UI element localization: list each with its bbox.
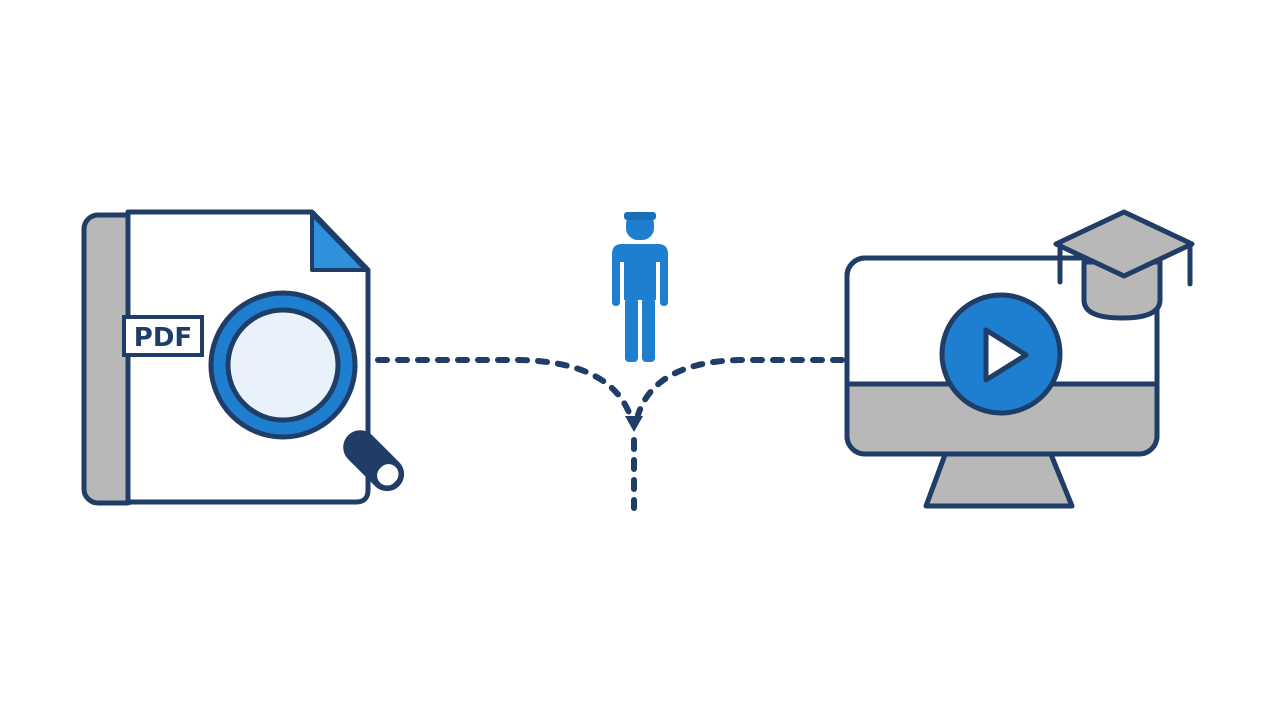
magnifier-handle-tip xyxy=(373,460,403,490)
magnifier-lens xyxy=(225,307,341,423)
pdf-search-icon: PDF xyxy=(81,209,405,506)
monitor-bottom-band xyxy=(849,384,1155,452)
path-from-pdf xyxy=(375,357,633,418)
person-icon xyxy=(612,212,668,362)
junction-arrow-icon xyxy=(625,416,643,432)
monitor-stand xyxy=(923,449,1075,509)
play-button-icon xyxy=(939,292,1063,416)
pdf-label-box xyxy=(122,315,204,357)
connection-paths xyxy=(375,357,845,511)
document-fold-corner xyxy=(310,212,368,272)
magnifier-icon xyxy=(208,290,405,492)
graduation-cap-icon xyxy=(1053,209,1195,321)
monitor-play-graduation-icon xyxy=(844,209,1195,509)
path-from-course xyxy=(635,357,845,418)
pdf-label: PDF xyxy=(134,323,192,353)
